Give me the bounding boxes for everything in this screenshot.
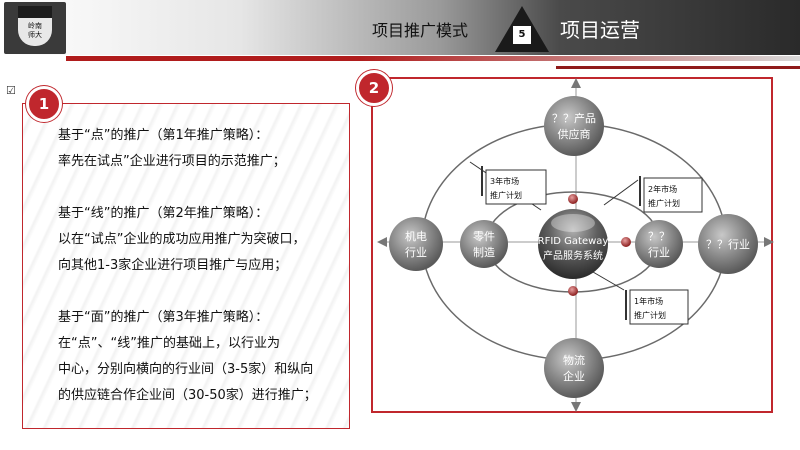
arrow-left-icon <box>377 237 387 247</box>
ring-dot <box>568 286 578 296</box>
strategy-heading-line: 基于“线”的推广（第2年推广策略）： <box>58 206 269 221</box>
strategy-line: 以在“试点”企业的成功应用推广为突破口， <box>58 232 306 247</box>
node-left-outer-line1: 机电 <box>405 229 427 243</box>
strategy-line: 的供应链合作企业间（30-50家）进行推广； <box>58 388 317 403</box>
strategy-heading-surface: 基于“面”的推广（第3年推广策略）： <box>58 310 269 325</box>
node-left-inner-line1: 零件 <box>473 230 495 243</box>
node-top-line1: ？？产品 <box>552 111 596 125</box>
strategy-panel <box>22 103 350 429</box>
crest-icon: 岭南 师大 <box>18 6 52 46</box>
node-top[interactable]: ？？产品 供应商 <box>544 96 604 156</box>
header-divider <box>66 56 800 61</box>
callout-1year-line2: 推广计划 <box>634 310 666 320</box>
node-center[interactable]: RFID Gateway 产品服务系统 <box>538 209 609 279</box>
strategy-heading-point: 基于“点”的推广（第1年推广策略）： <box>58 128 269 143</box>
arrow-right-icon <box>764 237 774 247</box>
node-left-inner[interactable]: 零件 制造 <box>460 220 508 268</box>
arrow-down-icon <box>571 402 581 412</box>
ring-dot <box>568 194 578 204</box>
checkbox-icon[interactable]: ☑ <box>6 84 16 97</box>
node-bottom[interactable]: 物流 企业 <box>544 338 604 398</box>
page-title: 项目运营 <box>560 18 640 42</box>
node-right-inner[interactable]: ？？ 行业 <box>635 220 683 268</box>
node-right-inner-line2: 行业 <box>648 246 670 259</box>
callout-3year-line1: 3年市场 <box>490 176 519 186</box>
node-left-outer[interactable]: 机电 行业 <box>389 217 443 271</box>
node-left-inner-line2: 制造 <box>473 245 495 259</box>
header-accent-line <box>556 66 800 69</box>
section-title: 项目推广模式 <box>372 21 469 40</box>
callout-1year-line1: 1年市场 <box>634 296 663 306</box>
strategy-line: 率先在试点”企业进行项目的示范推广； <box>58 154 286 169</box>
node-right-outer[interactable]: ？？行业 <box>698 214 758 274</box>
callout-3year-line2: 推广计划 <box>490 190 522 200</box>
university-logo: 岭南 师大 <box>4 2 66 54</box>
arrow-up-icon <box>571 78 581 88</box>
callout-2year-line2: 推广计划 <box>648 198 680 208</box>
callout-1year: 1年市场 推广计划 <box>592 271 689 325</box>
strategy-line: 中心，分别向横向的行业间（3-5家）和纵向 <box>58 362 314 377</box>
node-bottom-line1: 物流 <box>563 353 585 367</box>
node-right-inner-line1: ？？ <box>648 230 670 243</box>
node-right-outer-label: ？？行业 <box>706 238 750 251</box>
badge-2: 2 <box>356 70 392 106</box>
strategy-line: 向其他1-3家企业进行项目推广与应用； <box>58 258 288 273</box>
callout-2year-line1: 2年市场 <box>648 184 677 194</box>
callout-3year: 3年市场 推广计划 <box>469 161 547 211</box>
header-bar: 岭南 师大 项目推广模式 5 项目运营 <box>0 0 800 55</box>
badge-1: 1 <box>26 86 62 122</box>
callout-2year: 2年市场 推广计划 <box>603 176 703 213</box>
strategy-text: 基于“点”的推广（第1年推广策略）： 率先在试点”企业进行项目的示范推广； 基于… <box>58 123 348 409</box>
node-bottom-line2: 企业 <box>563 369 585 383</box>
strategy-line: 在“点”、“线”推广的基础上，以行业为 <box>58 336 280 351</box>
node-top-line2: 供应商 <box>558 127 591 141</box>
node-left-outer-line2: 行业 <box>405 246 427 259</box>
section-number: 5 <box>513 26 531 44</box>
center-line1: RFID Gateway <box>538 236 609 247</box>
ring-dot <box>621 237 631 247</box>
center-line2: 产品服务系统 <box>543 249 603 262</box>
